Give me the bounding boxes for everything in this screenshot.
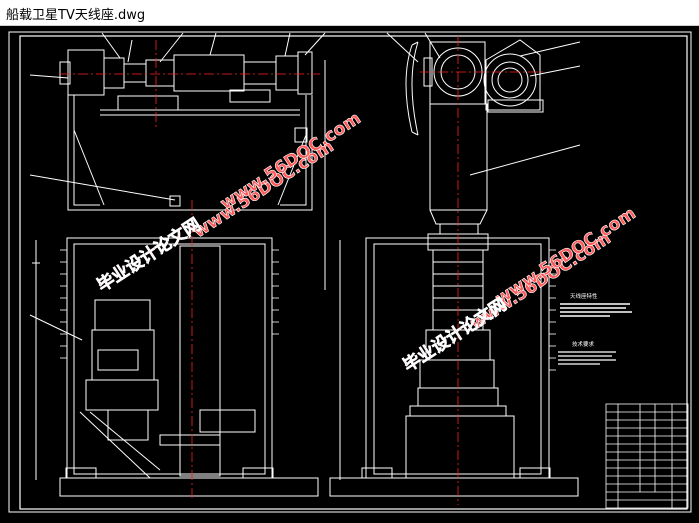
right-base (329, 477, 579, 497)
right-column (429, 103, 488, 211)
drawing-border (8, 31, 692, 513)
left-view (29, 32, 326, 497)
watermark-site-4: www.56DOC.com (492, 204, 640, 310)
antenna-dish-edge (405, 44, 413, 133)
azimuth-gear (483, 53, 537, 107)
drawing-canvas[interactable]: 天线座特性 技术要求 www.56DOC.com www.56DOC.com w… (0, 26, 699, 519)
left-base (59, 477, 319, 497)
watermark-brand-1: 毕业设计论文网 (93, 214, 204, 296)
left-cylinder (173, 54, 245, 92)
technical-notes: 天线座特性 技术要求 (558, 292, 632, 365)
window-title: 船载卫星TV天线座.dwg (6, 8, 146, 23)
window-titlebar: 船载卫星TV天线座.dwg (0, 0, 699, 26)
left-motor-block (67, 49, 105, 96)
drawing-frame (19, 35, 688, 510)
notes-heading-requirements: 技术要求 (572, 340, 595, 348)
watermark-site-2: www.56DOC.com (217, 109, 365, 215)
cad-drawing: 天线座特性 技术要求 www.56DOC.com www.56DOC.com w… (8, 31, 692, 513)
title-block (605, 403, 689, 509)
right-view (329, 32, 581, 497)
notes-heading-characteristics: 天线座特性 (570, 292, 598, 300)
